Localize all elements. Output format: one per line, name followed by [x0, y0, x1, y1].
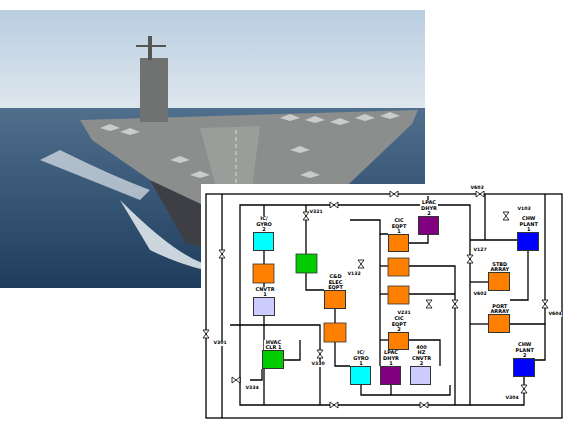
- equipment-box: IC/ GYRO 1: [350, 366, 371, 385]
- equipment-box: CHW PLANT 1: [517, 232, 539, 251]
- equipment-box: STBD ARRAY: [488, 272, 510, 291]
- equipment-box: LPAC DHYR 1: [380, 366, 401, 385]
- equipment-box: LPAC DHYR 2: [418, 216, 439, 235]
- equipment-box: C&D ELEC EQPT: [324, 290, 346, 309]
- valve-label: V602: [473, 292, 487, 297]
- valve-label: V231: [397, 311, 411, 316]
- equipment-label: HVAC CLR 1: [264, 340, 283, 351]
- equipment-label: 400 HZ CNVTR 2: [412, 345, 432, 366]
- valve-label: V127: [473, 248, 487, 253]
- equipment-label: PORT ARRAY: [490, 304, 510, 315]
- equipment-box: CNVTR 1: [253, 297, 275, 316]
- equipment-label: LPAC DHYR 2: [420, 200, 438, 216]
- unlabelled-equipment: [253, 254, 409, 342]
- equipment-label: LPAC DHYR 1: [382, 350, 400, 366]
- valve-label: V304: [505, 396, 519, 401]
- equipment-label: CHW PLANT 2: [515, 342, 534, 358]
- valve-label: V603: [470, 186, 484, 191]
- equipment-label: IC/ GYRO 2: [255, 216, 273, 232]
- equipment-label: IC/ GYRO 1: [352, 350, 370, 366]
- valve-label: V103: [517, 207, 531, 212]
- equipment-box: CIC EQPT 2: [388, 332, 409, 350]
- equipment-label: CIC EQPT 1: [390, 218, 408, 234]
- valve-symbols: [203, 191, 548, 408]
- equipment-box: CHW PLANT 2: [513, 358, 535, 377]
- equipment-label: C&D ELEC EQPT: [326, 274, 345, 290]
- valve-label: V321: [309, 210, 323, 215]
- equipment-box: HVAC CLR 1: [262, 350, 284, 369]
- valve-label: V604: [548, 312, 562, 317]
- valve-label: V330: [311, 362, 325, 367]
- valve-label: V132: [347, 272, 361, 277]
- valve-label: V301: [213, 341, 227, 346]
- equipment-label: CNVTR 1: [255, 287, 275, 298]
- equipment-label: STBD ARRAY: [490, 262, 510, 273]
- equipment-box: 400 HZ CNVTR 2: [410, 366, 431, 385]
- equipment-box: PORT ARRAY: [488, 314, 510, 333]
- equipment-box: IC/ GYRO 2: [253, 232, 274, 251]
- equipment-label: CIC EQPT 2: [390, 316, 408, 332]
- equipment-box: CIC EQPT 1: [388, 234, 409, 252]
- equipment-label: CHW PLANT 1: [519, 216, 538, 232]
- valve-label: V334: [245, 386, 259, 391]
